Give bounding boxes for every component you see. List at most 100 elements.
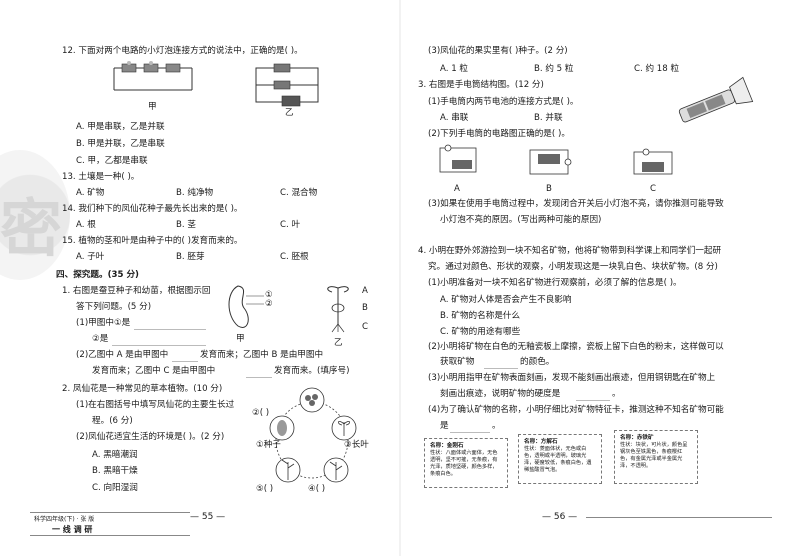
q3-option-a: A. 1 粒 [440, 64, 468, 74]
seed-marker-1: ① [265, 290, 273, 300]
q15-stem: 15. 植物的茎和叶是由种子中的( )发育而来的。 [62, 236, 243, 246]
p1-s1-label: (1)甲图中①是 [76, 318, 131, 328]
p4-option-b: B. 矿物的名称是什么 [440, 311, 521, 321]
q14-option-c: C. 叶 [280, 220, 301, 230]
seedling-label-a: A [362, 286, 368, 296]
cycle-stage-5: ⑤( ) [256, 484, 274, 494]
q15-option-a: A. 子叶 [76, 252, 105, 262]
mineral-card-3: 名称：赤铁矿 性状：块状，可片状，颜色呈钢灰色至铁黑色，条痕樱红色，有金属光泽或… [614, 430, 698, 484]
p4-option-c: C. 矿物的用途有哪些 [440, 327, 521, 337]
p1-s3-text-b: 发育而来；乙图中 B 是由甲图中 [200, 350, 324, 360]
p1-stem-line2: 答下列问题。(5 分) [76, 302, 152, 312]
p1-s2-answer-blank[interactable] [112, 345, 206, 346]
q12-option-b: B. 甲是并联，乙是串联 [76, 139, 165, 149]
p2-option-c: C. 向阳湿润 [92, 483, 138, 493]
circuit-label-c: C [650, 184, 657, 194]
footer-rule-left-bottom [30, 535, 190, 536]
left-page: 12. 下面对两个电路的小灯泡连接方式的说法中，正确的是( )。 甲 乙 A. … [30, 46, 369, 536]
p3-s3-text-b: 小灯泡不亮的原因。(写出两种可能的原因) [440, 215, 602, 225]
q13-option-c: C. 混合物 [280, 188, 318, 198]
circuit-option-b [529, 149, 572, 175]
circuit-a-label: 甲 [148, 102, 157, 112]
p2-stem: 2. 凤仙花是一种常见的草本植物。(10 分) [62, 384, 223, 394]
p1-s2-label: ②是 [92, 334, 109, 344]
p4-s2-text-c: 的颜色。 [520, 357, 555, 367]
footer-series: 科学四年级(下) · 张 版 [34, 516, 95, 523]
p4-s3-blank[interactable] [576, 400, 610, 401]
p4-s3-text-c: 。 [612, 389, 621, 399]
p4-s4-blank[interactable] [450, 432, 490, 433]
mineral-card-2-title: 名称：方解石 [524, 439, 558, 445]
p4-s4-text: (4)为了确认矿物的名称，小明仔细比对矿物特征卡，推测这种不知名矿物可能 [428, 405, 724, 415]
p2-s1-text-b: 程。(6 分) [92, 416, 133, 426]
p1-s3-blank-a[interactable] [172, 361, 198, 362]
p1-s4-blank[interactable] [246, 377, 272, 378]
circuit-label-b: B [546, 184, 552, 194]
mineral-card-1: 名称：金刚石 性状：八面体或六面体，无色透明，坚不可摧，无条痕，有光泽，质地坚硬… [424, 438, 508, 488]
q14-option-b: B. 茎 [176, 220, 196, 230]
p4-s2-blank[interactable] [484, 368, 518, 369]
q15-option-b: B. 胚芽 [176, 252, 205, 262]
bean-seed-figure [228, 285, 264, 328]
circuit-label-a: A [454, 184, 460, 194]
q14-option-a: A. 根 [76, 220, 96, 230]
p1-s4-text-b: 发育而来。(填序号) [274, 366, 350, 376]
circuit-option-c [633, 148, 673, 175]
q13-option-a: A. 矿物 [76, 188, 105, 198]
q12-option-c: C. 甲，乙都是串联 [76, 156, 148, 166]
q13-stem: 13. 土壤是一种( )。 [62, 172, 140, 182]
mineral-card-2-body: 性状：菱面体状，无色或白色，透明或半透明，玻璃光泽，硬度较低，条痕白色，遇稀盐酸… [524, 446, 592, 473]
page-gutter [399, 0, 401, 556]
p4-s2-text: (2)小明将矿物在白色的无釉瓷板上摩擦，瓷板上留下白色的粉末，这样做可以 [428, 342, 724, 352]
circuit-b-figure [255, 63, 319, 107]
mineral-card-3-title: 名称：赤铁矿 [620, 435, 654, 441]
watermark-char: 密 [0, 192, 63, 265]
p1-s1-answer-blank[interactable] [134, 329, 206, 330]
seedling-label-b: B [362, 303, 368, 313]
p1-s3-text: (2)乙图中 A 是由甲图中 [76, 350, 169, 360]
p4-stem-line2: 究。通过对颜色、形状的观察，小明发现这是一块乳白色、块状矿物。(8 分) [428, 262, 718, 272]
page-number-left: — 55 — [190, 512, 226, 522]
seed-figure-label: 甲 [236, 334, 245, 344]
q12-stem: 12. 下面对两个电路的小灯泡连接方式的说法中，正确的是( )。 [62, 46, 303, 56]
p4-s1-text: (1)小明准备对一块不知名矿物进行观察前，必须了解的信息是( )。 [428, 278, 682, 288]
p3-stem: 3. 右图是手电筒结构图。(12 分) [418, 80, 544, 90]
mineral-card-2: 名称：方解石 性状：菱面体状，无色或白色，透明或半透明，玻璃光泽，硬度较低，条痕… [518, 434, 602, 484]
p4-stem: 4. 小明在野外郊游捡到一块不知名矿物，他将矿物带到科学课上和同学们一起研 [418, 246, 722, 256]
p4-s2-text-b: 获取矿物 [440, 357, 475, 367]
cycle-stage-1: ①种子 [256, 440, 281, 450]
q14-stem: 14. 我们种下的凤仙花种子最先长出来的是( )。 [62, 204, 243, 214]
p4-s3-text: (3)小明用指甲在矿物表面刻画，发现不能刻画出痕迹，但用铜钥匙在矿物上 [428, 373, 716, 383]
q13-option-b: B. 纯净物 [176, 188, 214, 198]
p3-s2-text: (2)下列手电筒的电路图正确的是( )。 [428, 129, 570, 139]
q3-stem: (3)凤仙花的果实里有( )种子。(2 分) [428, 46, 568, 56]
p2-option-b: B. 黑暗干燥 [92, 466, 138, 476]
growth-cycle-figure [269, 387, 357, 483]
seedling-figure [327, 286, 349, 333]
page-number-right: — 56 — [542, 512, 578, 522]
p3-s3-text: (3)如果在使用手电筒过程中，发现闭合开关后小灯泡不亮，请你推测可能导致 [428, 199, 724, 209]
circuit-option-a [439, 144, 477, 173]
p2-s2-text: (2)凤仙花适宜生活的环境是( )。(2 分) [76, 432, 225, 442]
cycle-stage-4: ④( ) [308, 484, 326, 494]
circuit-b-label: 乙 [285, 108, 294, 118]
p3-option-a: A. 串联 [440, 113, 469, 123]
cycle-stage-3: ③长叶 [344, 440, 369, 450]
p2-s1-text: (1)在右图括号中填写凤仙花的主要生长过 [76, 400, 235, 410]
q15-option-c: C. 胚根 [280, 252, 309, 262]
seed-marker-2: ② [265, 299, 273, 309]
q3-option-b: B. 约 5 粒 [534, 64, 574, 74]
footer-rule-left [30, 512, 190, 513]
q12-option-a: A. 甲是串联，乙是并联 [76, 122, 165, 132]
p1-s4-text: 发育而来；乙图中 C 是由甲图中 [92, 366, 216, 376]
p4-s4-text-c: 。 [492, 421, 501, 431]
seedling-label-c: C [362, 322, 369, 332]
cycle-stage-2: ②( ) [252, 408, 270, 418]
section-4-heading: 四、探究题。(35 分) [56, 270, 139, 280]
right-page: (3)凤仙花的果实里有( )种子。(2 分) A. 1 粒 B. 约 5 粒 C… [400, 0, 800, 556]
flashlight-figure [678, 76, 754, 123]
seedling-figure-label: 乙 [334, 338, 343, 348]
p2-option-a: A. 黑暗潮润 [92, 450, 138, 460]
p1-stem-line1: 1. 右图是蚕豆种子和幼苗，根据图示回 [62, 286, 211, 296]
p3-s1-text: (1)手电筒内两节电池的连接方式是( )。 [428, 97, 579, 107]
